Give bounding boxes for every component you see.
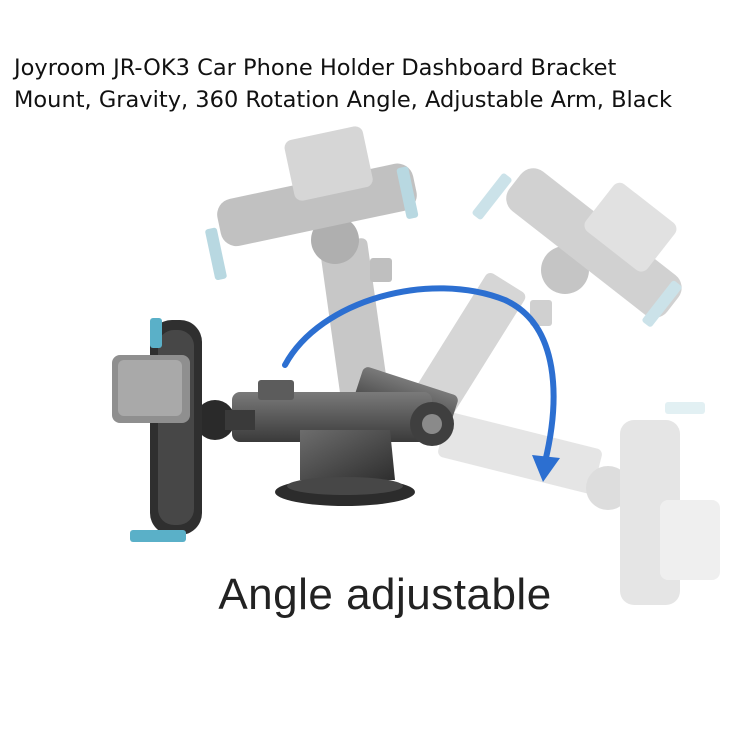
main-arm: [232, 367, 458, 446]
ghost-holder-lower: [438, 402, 720, 605]
image-caption: Angle adjustable: [0, 570, 750, 620]
rotation-arrow-icon: [282, 285, 560, 482]
product-title-line-2: Mount, Gravity, 360 Rotation Angle, Adju…: [14, 87, 672, 113]
product-title: Joyroom JR-OK3 Car Phone Holder Dashboar…: [14, 52, 734, 116]
suction-base: [275, 430, 415, 506]
image-caption-text: Angle adjustable: [218, 570, 552, 619]
product-title-line-1: Joyroom JR-OK3 Car Phone Holder Dashboar…: [14, 55, 617, 81]
product-image: [112, 126, 720, 605]
main-phone-holder: [112, 318, 255, 542]
ghost-holder-top: [205, 126, 419, 402]
